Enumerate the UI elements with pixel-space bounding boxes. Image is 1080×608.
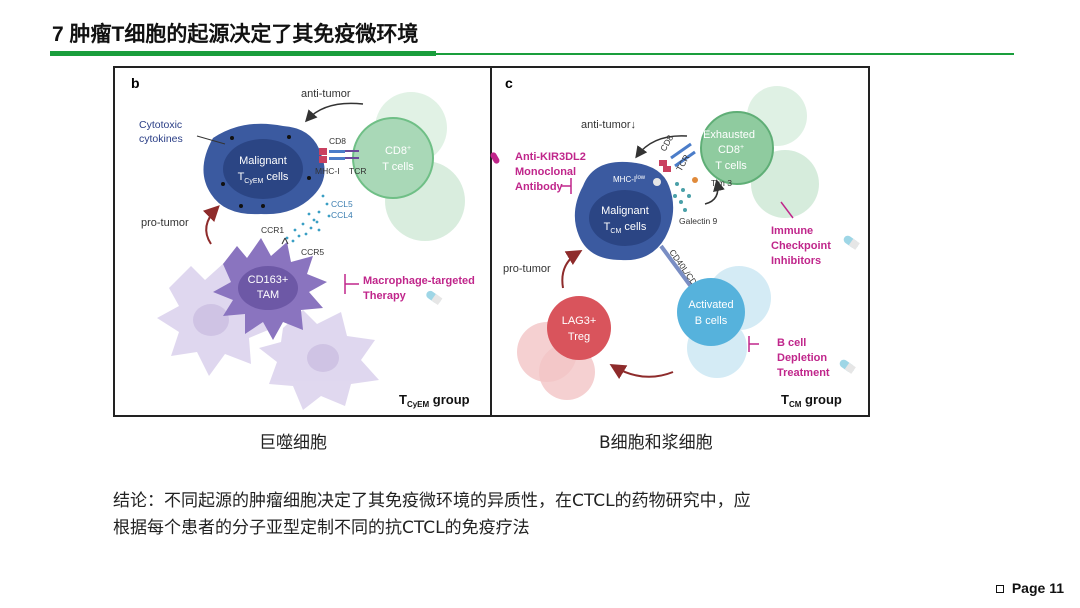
ccr5-label: CCR5 <box>301 247 324 257</box>
immune-label: Immune <box>771 225 813 237</box>
bcell-treg-arrow <box>609 363 674 380</box>
treatment-label: Treatment <box>777 367 830 379</box>
anti-tumor-label-c: anti-tumor↓ <box>581 119 636 131</box>
antibody-label: Antibody <box>515 181 564 193</box>
anti-tumor-arrow <box>304 102 364 123</box>
group-label-cyem: TCyEM group <box>399 392 470 409</box>
svg-text:T cells: T cells <box>382 161 414 173</box>
svg-text:T cells: T cells <box>715 160 747 172</box>
ccr1-label: CCR1 <box>261 225 284 235</box>
svg-text:Exhausted: Exhausted <box>703 129 755 141</box>
therapy-label: Therapy <box>363 290 407 302</box>
svg-text:CD8: CD8 <box>329 136 346 146</box>
tim3-label: Tim 3 <box>711 178 732 188</box>
cd8-t-cell-cluster: CD8+ T cells <box>352 92 465 241</box>
panel-c: c Exhausted CD8+ T cells Tim 3 anti-tumo… <box>490 66 870 417</box>
exhausted-cd8-cluster: Exhausted CD8+ T cells <box>700 86 819 218</box>
group-label-cm: TCM group <box>781 392 842 409</box>
conclusion-line-1: 结论：不同起源的肿瘤细胞决定了其免疫微环境的异质性，在CTCL的药物研究中，应 <box>113 491 751 511</box>
panel-b: b CD8+ T cells Malignant TCyEM cells <box>113 66 492 417</box>
activated-b-cells: Activated B cells <box>677 266 771 378</box>
title-underline <box>50 51 436 56</box>
chemokine-dots <box>285 194 331 243</box>
figure: b CD8+ T cells Malignant TCyEM cells <box>113 66 870 417</box>
tam-cell: CD163+ TAM <box>213 238 327 340</box>
caption-right: B细胞和浆细胞 <box>599 433 713 453</box>
svg-text:Malignant: Malignant <box>239 155 287 167</box>
svg-text:CD163+: CD163+ <box>248 274 289 286</box>
pill-icon <box>426 290 443 306</box>
svg-text:LAG3+: LAG3+ <box>562 315 597 327</box>
cytotoxic-label: Cytotoxic <box>139 119 182 131</box>
monoclonal-label: Monoclonal <box>515 166 576 178</box>
macrophage-therapy-label: Macrophage-targeted <box>363 275 475 287</box>
inhibitors-label: Inhibitors <box>771 255 821 267</box>
svg-text:TCM cells: TCM cells <box>604 221 647 235</box>
svg-text:TCyEM cells: TCyEM cells <box>238 171 289 185</box>
svg-text:Malignant: Malignant <box>601 205 649 217</box>
pro-tumor-label: pro-tumor <box>141 217 189 229</box>
depletion-label: Depletion <box>777 352 827 364</box>
tcr-mhc-receptors: CD8 MHC-I TCR <box>315 136 366 176</box>
svg-text:MHC-Ilow: MHC-Ilow <box>613 175 646 184</box>
pro-tumor-label-c: pro-tumor <box>503 263 551 275</box>
cytokines-label: cytokines <box>139 133 183 145</box>
ccl4-label: CCL4 <box>331 210 353 220</box>
svg-text:CD8+: CD8+ <box>385 145 411 157</box>
anti-kir3dl2-label: Anti-KIR3DL2 <box>515 151 586 163</box>
caption-left: 巨噬细胞 <box>259 433 327 453</box>
checkpoint-label: Checkpoint <box>771 240 831 252</box>
ccl5-label: CCL5 <box>331 199 353 209</box>
title-rule <box>436 53 1014 55</box>
anti-tumor-arrow-c <box>635 135 688 159</box>
lag3-treg-cluster: LAG3+ Treg <box>517 296 611 400</box>
malignant-cell-cm: Malignant TCM cells MHC-Ilow <box>574 161 674 261</box>
pill-icon-b <box>839 359 856 374</box>
svg-text:Treg: Treg <box>568 331 590 343</box>
pill-icon-c <box>843 235 860 250</box>
panel-b-letter: b <box>131 75 140 91</box>
svg-text:TAM: TAM <box>257 289 279 301</box>
panel-c-letter: c <box>505 75 513 91</box>
antibody-icon <box>490 152 500 164</box>
galectin-label: Galectin 9 <box>679 216 718 226</box>
page-number: Page 11 <box>995 580 1064 596</box>
svg-text:B cells: B cells <box>695 315 728 327</box>
svg-text:CD8+: CD8+ <box>718 144 744 156</box>
anti-tumor-label: anti-tumor <box>301 88 351 100</box>
conclusion-line-2: 根据每个患者的分子亚型定制不同的抗CTCL的免疫疗法 <box>113 518 530 538</box>
pro-tumor-arrow-c <box>561 249 583 289</box>
slide-title: 7 肿瘤T细胞的起源决定了其免疫微环境 <box>52 23 419 46</box>
bcell-label: B cell <box>777 337 806 349</box>
svg-text:TCR: TCR <box>349 166 366 176</box>
svg-text:Activated: Activated <box>688 299 733 311</box>
svg-text:MHC-I: MHC-I <box>315 166 340 176</box>
pro-tumor-arrow <box>202 205 220 245</box>
square-bullet-icon <box>995 585 1004 594</box>
malignant-cell-cyem: Malignant TCyEM cells <box>203 123 325 215</box>
conclusion: 结论：不同起源的肿瘤细胞决定了其免疫微环境的异质性，在CTCL的药物研究中，应 … <box>113 488 893 542</box>
